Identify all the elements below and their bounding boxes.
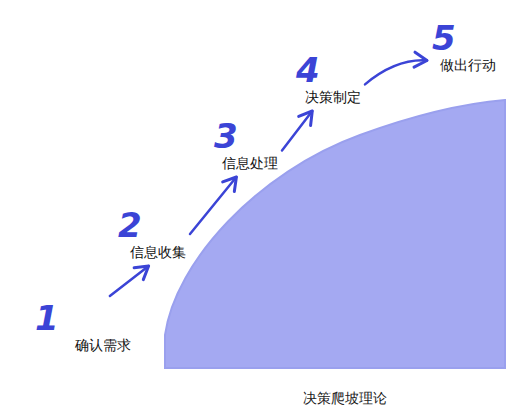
step-label: 信息处理 — [222, 154, 278, 172]
step-node: 4决策制定 — [296, 52, 361, 106]
step-number: 4 — [296, 52, 361, 88]
step-node: 3信息处理 — [214, 118, 278, 172]
step-label: 确认需求 — [75, 336, 131, 354]
step-number: 1 — [35, 300, 131, 336]
step-node: 5做出行动 — [432, 20, 496, 74]
step-number: 2 — [118, 207, 186, 243]
step-arrow — [365, 60, 427, 84]
step-arrow — [190, 177, 236, 234]
hill-shape — [165, 100, 505, 368]
step-label: 决策制定 — [305, 88, 361, 106]
step-label: 做出行动 — [440, 56, 496, 74]
step-label: 信息收集 — [130, 243, 186, 261]
step-number: 3 — [214, 118, 278, 154]
step-node: 1确认需求 — [35, 300, 131, 354]
step-arrow — [110, 266, 149, 296]
step-arrow — [282, 111, 312, 150]
caption: 决策爬坡理论 — [303, 389, 387, 407]
step-number: 5 — [432, 20, 496, 56]
step-node: 2信息收集 — [118, 207, 186, 261]
